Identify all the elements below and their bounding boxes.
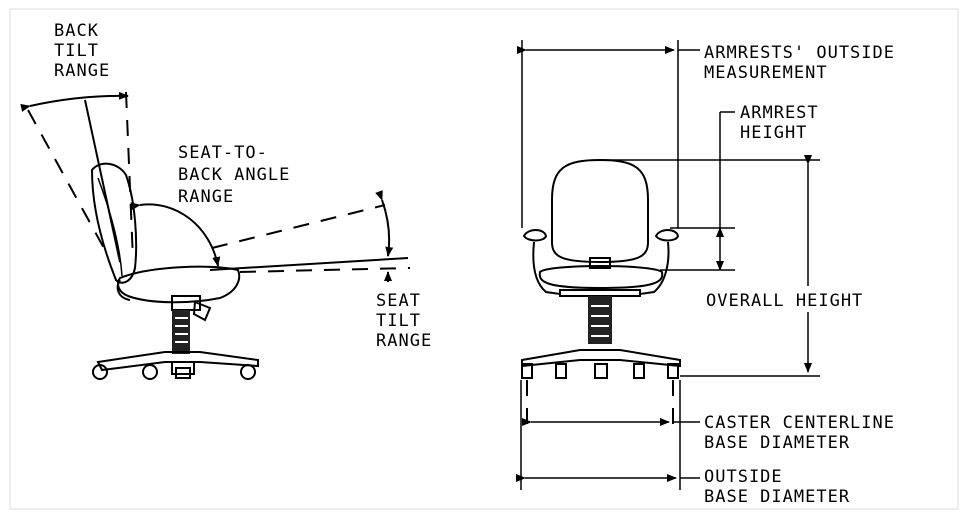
overall-height-label: OVERALL HEIGHT (706, 291, 863, 311)
seat-front (538, 265, 664, 290)
side-view-chair (20, 91, 411, 380)
seat-to-back-label-3: RANGE (178, 187, 234, 207)
caster (240, 364, 256, 380)
caster (92, 364, 108, 380)
back-tilt-arc (20, 91, 129, 112)
caster (555, 363, 567, 379)
seat-tilt-arc (375, 190, 394, 257)
back-tilt-dashed-line (27, 109, 106, 251)
back-tilt-center-line (84, 99, 121, 263)
caster (175, 367, 191, 379)
outside-base-label-1: OUTSIDE (704, 467, 783, 487)
seat-tilt-label-1: SEAT (376, 291, 421, 311)
caster (667, 363, 679, 379)
armpad-right (654, 229, 680, 242)
seat-to-back-label-2: BACK ANGLE (178, 165, 290, 185)
armrests-outside-label-2: MEASUREMENT (704, 63, 828, 83)
base-front (521, 349, 681, 368)
armpad-left (522, 229, 548, 242)
arm-support-right (639, 241, 670, 295)
frame (9, 8, 959, 510)
outside-base-label-2: BASE DIAMETER (704, 487, 850, 507)
caster (594, 363, 608, 379)
back-tilt-label-3: RANGE (54, 61, 110, 81)
back-tilt-label-2: TILT (54, 41, 99, 61)
caster-centerline-label-2: BASE DIAMETER (704, 433, 850, 453)
backrest-contour (97, 177, 123, 277)
seat-to-back-arc (130, 202, 221, 267)
seat-to-back-label-1: SEAT-TO- (178, 143, 268, 163)
arm-support-left (532, 241, 561, 295)
seat-tilt-label-3: RANGE (376, 331, 432, 351)
caster (521, 363, 533, 379)
gas-column (172, 310, 190, 354)
seat-tilt-dashed-line (211, 204, 386, 249)
caster (142, 364, 158, 380)
seat-tilt-line (209, 257, 409, 271)
front-view-chair (516, 40, 820, 490)
seat-level-dashed-line (239, 267, 411, 273)
backrest-side (90, 162, 138, 284)
armrest-height-label-1: ARMREST (740, 103, 819, 123)
seat-tilt-label-2: TILT (376, 311, 421, 331)
adjust-paddle (192, 300, 212, 322)
back-tilt-label-1: BACK (54, 21, 99, 41)
armrests-outside-label-1: ARMRESTS' OUTSIDE (704, 43, 895, 63)
caster (633, 363, 645, 379)
backrest-front (551, 158, 649, 264)
labels: BACK TILT RANGE SEAT-TO- BACK ANGLE RANG… (54, 21, 895, 507)
caster-centerline-label-1: CASTER CENTERLINE (704, 413, 895, 433)
armrest-height-label-2: HEIGHT (740, 123, 807, 143)
base-side (96, 351, 259, 372)
